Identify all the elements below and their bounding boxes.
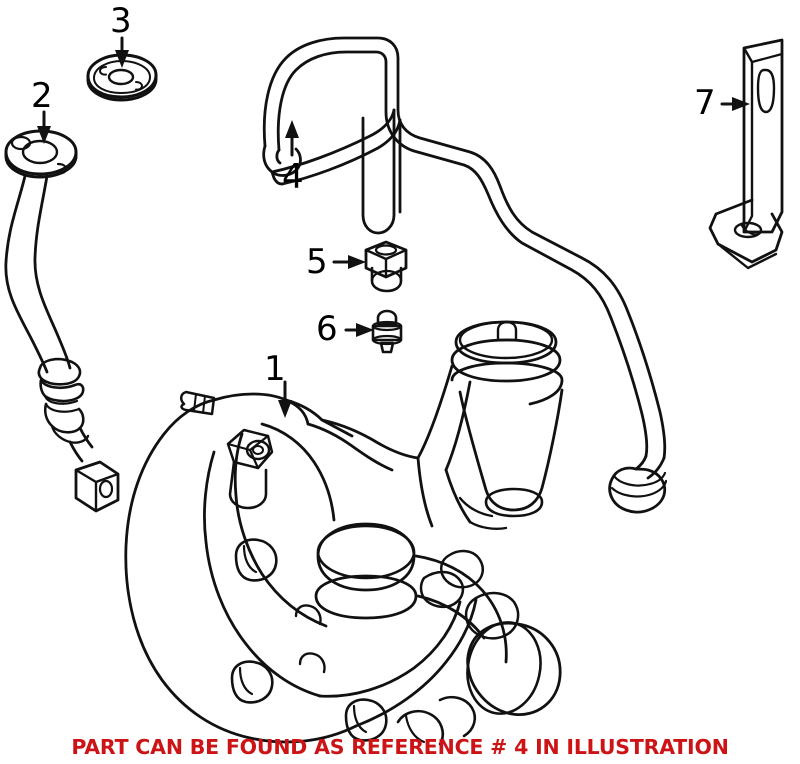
callout-label-4: 4 [282,157,304,197]
part-mounting-bracket [708,38,784,270]
callout-label-2: 2 [31,76,53,116]
callout-label-6: 6 [316,309,338,349]
callout-label-5: 5 [306,242,328,282]
part-oil-return-pipe [262,36,668,514]
part-banjo-bolt [371,309,403,354]
callout-label-1: 1 [264,349,286,389]
part-oil-feed-line [4,129,120,513]
part-hex-nut [364,240,408,293]
part-turbocharger-assembly [124,320,564,746]
part-oval-gasket [86,53,158,102]
callout-arrows [37,36,750,418]
reference-caption: PART CAN BE FOUND AS REFERENCE # 4 IN IL… [71,735,729,759]
callout-label-7: 7 [694,83,716,123]
callout-label-3: 3 [110,1,132,41]
